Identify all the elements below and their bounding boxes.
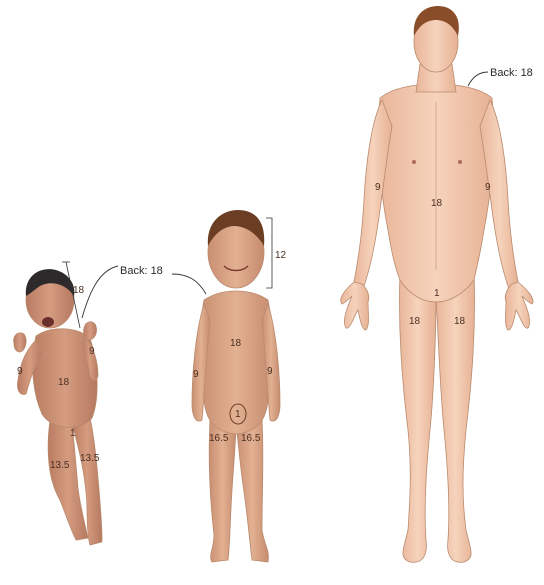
infant-right-hand xyxy=(84,322,97,340)
child-trunk-value: 18 xyxy=(230,338,242,349)
adult-left-leg-value: 18 xyxy=(409,316,421,327)
adult-trunk-value: 18 xyxy=(431,198,443,209)
child-head-value: 12 xyxy=(275,250,287,261)
infant-right-arm-value: 9 xyxy=(89,346,95,357)
infant-figure xyxy=(14,262,118,545)
child-genitals-value: 1 xyxy=(235,409,241,420)
child-left-arm-value: 9 xyxy=(193,369,199,380)
adult-back-leader xyxy=(468,72,488,86)
adult-right-nipple xyxy=(458,160,462,164)
infant-mouth xyxy=(42,317,54,327)
infant-left-hand xyxy=(14,333,26,352)
child-back-leader xyxy=(172,274,206,294)
infant-left-arm-value: 9 xyxy=(17,366,23,377)
adult-right-hand xyxy=(505,282,533,330)
adult-right-leg-value: 18 xyxy=(454,316,466,327)
child-right-arm-value: 9 xyxy=(267,366,273,377)
infant-head-value: 18 xyxy=(73,285,85,296)
adult-left-nipple xyxy=(412,160,416,164)
adult-back-label: Back: 18 xyxy=(490,67,533,79)
adult-right-arm-value: 9 xyxy=(485,182,491,193)
child-head-bracket xyxy=(266,218,272,288)
infant-right-leg-value: 13.5 xyxy=(80,453,100,464)
adult-left-hand xyxy=(341,282,369,330)
infant-back-leader xyxy=(82,266,118,318)
infant-back-label: Back: 18 xyxy=(120,265,163,277)
child-left-leg-value: 16.5 xyxy=(209,433,229,444)
adult-genitals-value: 1 xyxy=(434,288,440,299)
infant-trunk-value: 18 xyxy=(58,377,70,388)
infant-genitals-value: 1 xyxy=(70,428,76,439)
adult-left-arm-value: 9 xyxy=(375,182,381,193)
infant-left-leg-value: 13.5 xyxy=(50,460,70,471)
adult-figure xyxy=(341,6,533,562)
child-right-leg-value: 16.5 xyxy=(241,433,261,444)
child-figure xyxy=(172,210,280,562)
